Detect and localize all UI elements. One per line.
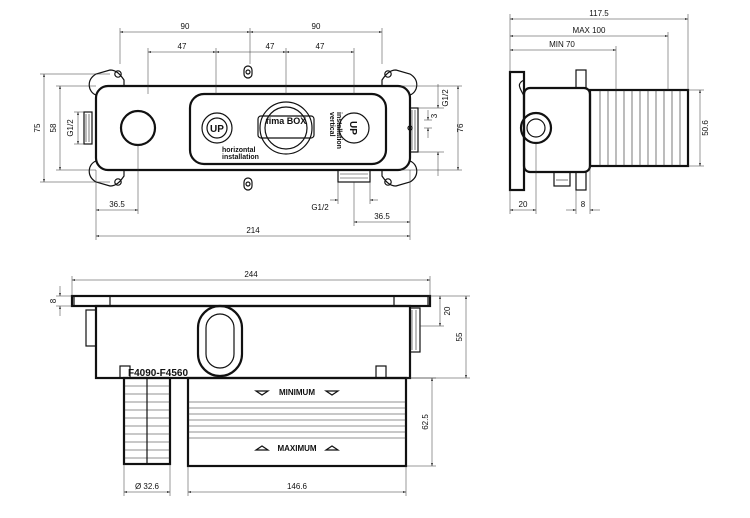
dim-62-5: 62.5 [421,414,430,430]
dim-47-b: 47 [266,42,275,51]
side-port [519,111,553,145]
dim-75: 75 [33,123,42,132]
dim-8-front: 8 [49,298,58,303]
side-sleeve-ribs [599,90,681,166]
minimum-label: MINIMUM [279,388,315,397]
rect-sleeve [186,376,408,468]
dim-50-6: 50.6 [701,120,710,136]
dim-max-100: MAX 100 [573,26,606,35]
top-ear-left [88,69,125,96]
dim-146-6: 146.6 [287,482,308,491]
dim-dia-32-6: Ø 32.6 [135,482,160,491]
dim-58: 58 [49,123,58,132]
dim-47-c: 47 [316,42,325,51]
left-port-circle [119,109,157,147]
round-sleeve-ribs [124,378,170,464]
front-view-dimensions: 244 8 20 55 62.5 Ø 32.6 146.6 [49,270,470,496]
dim-8-side: 8 [581,200,586,209]
dim-36-5-right: 36.5 [374,212,390,221]
side-sleeve [588,88,690,168]
cartridge-plate [188,92,388,166]
dim-g12-right: G1/2 [441,89,450,107]
dim-min-70: MIN 70 [549,40,575,49]
front-flange [70,294,432,308]
top-view-dimensions: 90 90 47 47 47 75 58 G1/2 G1/2 3 [33,22,465,240]
up-label-left: UP [210,124,224,135]
up-label-right: UP [347,121,358,135]
dim-244: 244 [244,270,258,279]
dim-117-5: 117.5 [589,9,609,18]
rect-sleeve-ribs [188,401,406,439]
vertical-label-2: installation [335,112,342,149]
dim-76: 76 [456,123,465,132]
horizontal-label-1: horizontal [222,147,255,154]
horizontal-label-2: installation [222,154,259,161]
front-view: F4090-F4560 [70,294,432,468]
dim-55: 55 [455,332,464,341]
top-view: fima BOX UP horizontal installation UP v… [83,65,419,191]
dim-20-front: 20 [443,306,452,315]
vertical-label-1: vertical [328,112,335,137]
front-slot [196,304,244,378]
side-view [508,69,690,192]
model-label: F4090-F4560 [128,368,188,379]
dim-3: 3 [430,113,439,118]
dim-20-side: 20 [519,200,528,209]
dim-g12-bottom: G1/2 [311,203,329,212]
dim-36-5-left: 36.5 [109,200,125,209]
dim-90-right: 90 [312,22,321,31]
dim-47-a: 47 [178,42,187,51]
dim-g12-left: G1/2 [66,119,75,137]
dim-90-left: 90 [181,22,190,31]
dim-214: 214 [246,226,260,235]
maximum-label: MAXIMUM [277,444,316,453]
logo-text: fima BOX [266,116,307,126]
side-view-dimensions: 117.5 MAX 100 MIN 70 50.6 20 8 [509,9,710,214]
